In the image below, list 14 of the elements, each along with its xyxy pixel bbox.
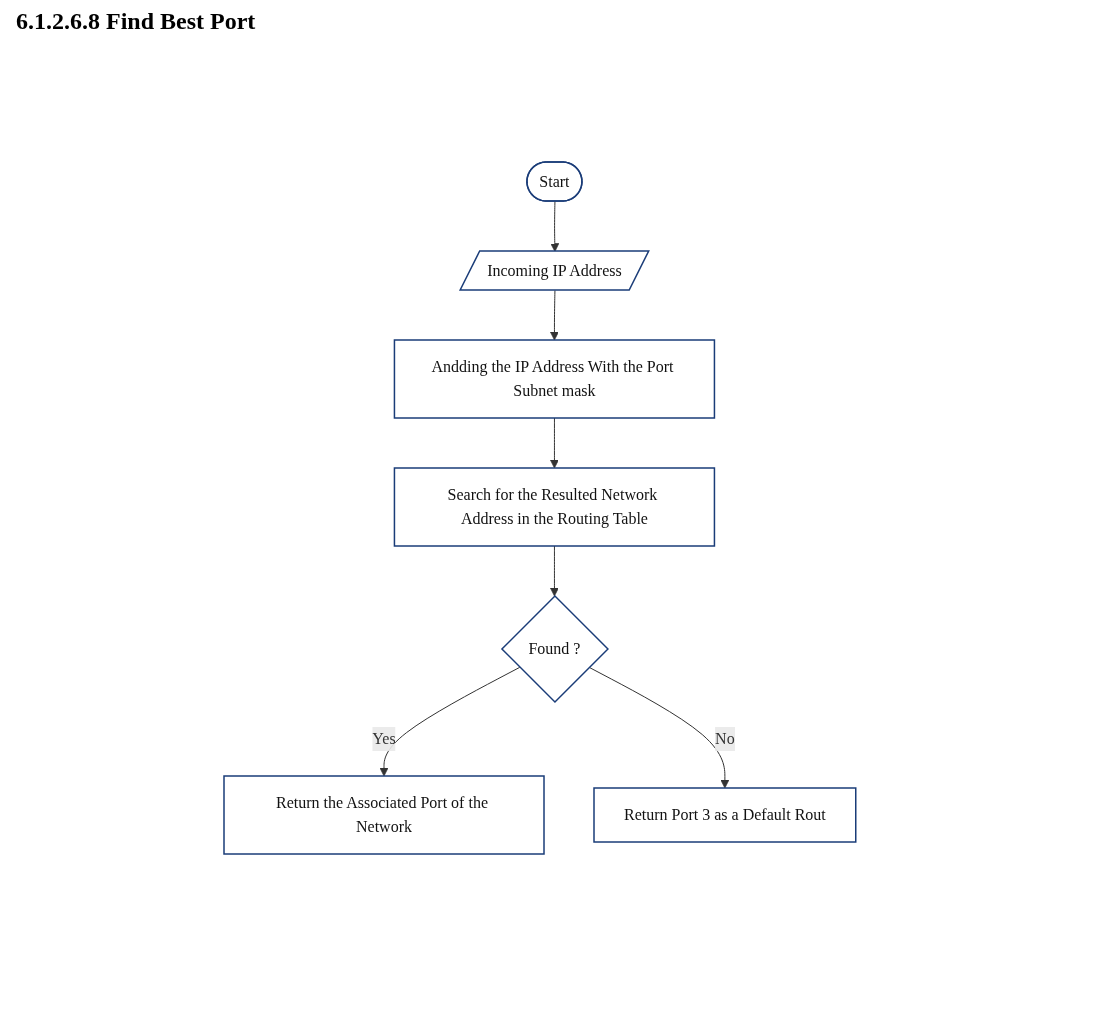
node-diamond: Found ?	[501, 594, 610, 704]
diagram-title: 6.1.2.6.8 Find Best Port	[16, 8, 257, 35]
arrow	[588, 666, 730, 789]
node-box: Return Port 3 as a Default Rout	[593, 787, 857, 843]
arrow	[550, 201, 560, 252]
edge-label: Yes	[372, 730, 396, 747]
node-box: Return the Associated Port of the Network	[223, 775, 545, 855]
arrow	[379, 666, 521, 777]
node-box: Search for the Resulted Network Address in the Routing Table	[393, 467, 716, 547]
edge-label: No	[715, 730, 735, 747]
arrow	[550, 290, 559, 341]
node-box: Andding the IP Address With the Port Subnet mask	[393, 339, 716, 419]
arrow	[550, 545, 559, 597]
arrow	[550, 417, 559, 469]
